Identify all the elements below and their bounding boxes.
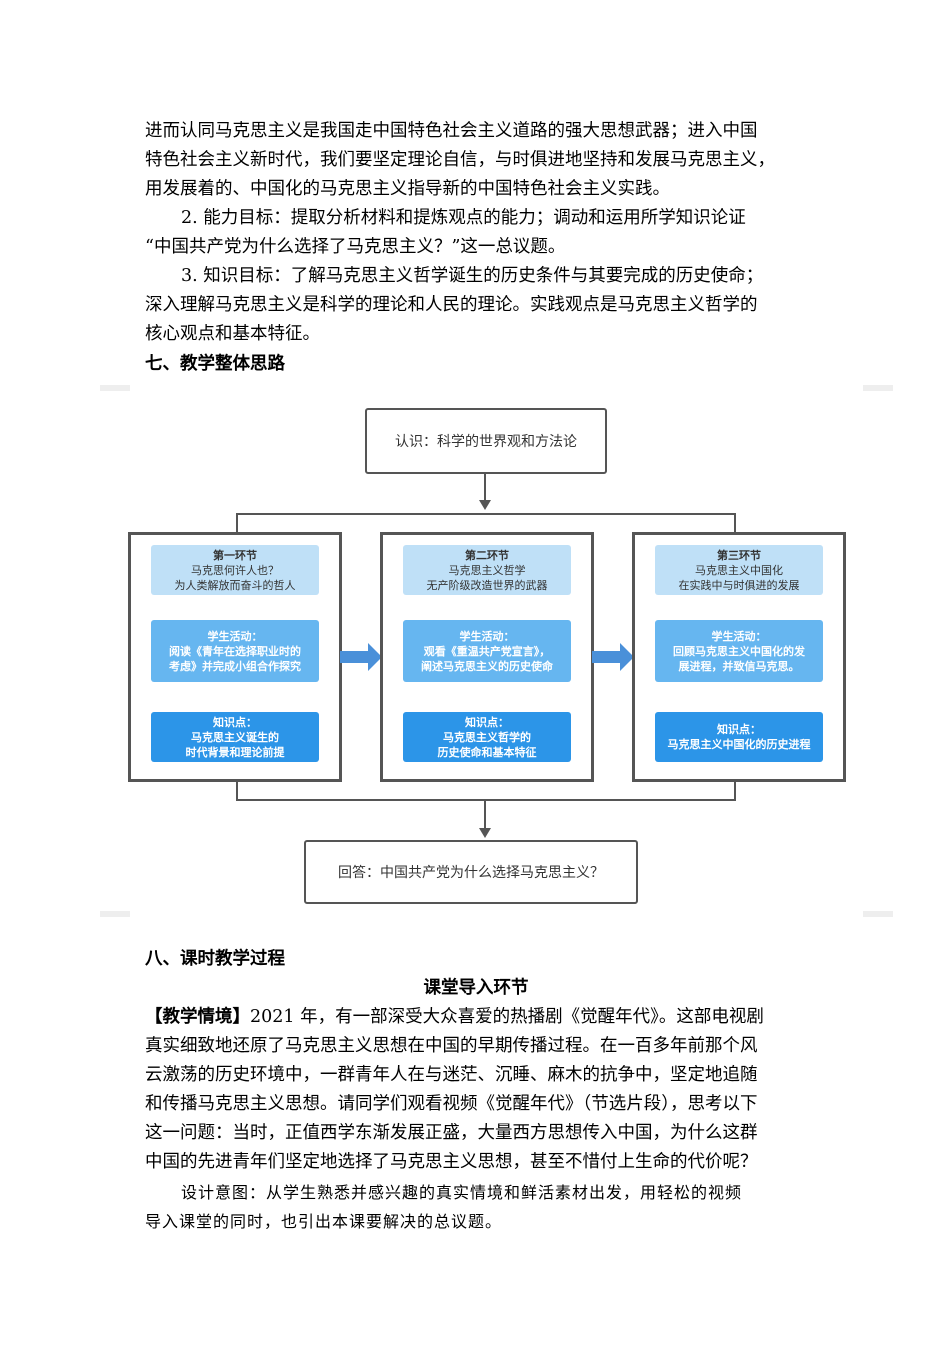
edge-bar (863, 911, 893, 917)
arrow-right-icon (592, 643, 634, 671)
knowledge-label: 知识点： (213, 715, 257, 729)
arrow-down (479, 828, 491, 838)
knowledge-label: 知识点： (465, 715, 509, 729)
text-line: 导入课堂的同时，也引出本课要解决的总议题。 (145, 1212, 503, 1231)
knowledge-text: 马克思主义中国化的历史进程 (667, 738, 811, 751)
section-title: 课堂导入环节 (423, 978, 529, 998)
text-line: 【教学情境】2021 年，有一部深受大众喜爱的热播剧《觉醒年代》。这部电视剧 (145, 1003, 810, 1032)
stage-title-card: 第二环节 马克思主义哲学 无产阶级改造世界的武器 (403, 545, 571, 595)
flowchart: 认识：科学的世界观和方法论 第一环节 马克思何许人也？ 为人类解放而奋斗的哲人 … (100, 385, 893, 917)
stage-subtitle: 马克思主义中国化 (695, 563, 783, 577)
text-line: 中国的先进青年们坚定地选择了马克思主义思想，甚至不惜付上生命的代价呢？ (145, 1152, 758, 1172)
edge-bar (100, 911, 130, 917)
knowledge-text: 马克思主义诞生的 (191, 730, 279, 744)
stage-title: 第三环节 (717, 548, 761, 562)
stage-subtitle: 马克思何许人也？ (191, 563, 279, 577)
stage-subtitle: 在实践中与时俱进的发展 (678, 578, 800, 592)
activity-text: 阐述马克思主义的历史使命 (421, 659, 553, 673)
knowledge-card: 知识点： 马克思主义哲学的 历史使命和基本特征 (403, 712, 571, 762)
paragraph-design-intent: 设计意图：从学生熟悉并感兴趣的真实情境和鲜活素材出发，用轻松的视频 导入课堂的同… (145, 1178, 810, 1236)
connector (236, 513, 736, 515)
connector (236, 782, 238, 800)
paragraph-scenario: 【教学情境】2021 年，有一部深受大众喜爱的热播剧《觉醒年代》。这部电视剧 真… (145, 1003, 810, 1177)
stage-subtitle: 无产阶级改造世界的武器 (426, 578, 548, 592)
knowledge-label: 知识点： (717, 723, 761, 736)
stage-title: 第一环节 (213, 548, 257, 562)
activity-label: 学生活动： (207, 629, 263, 643)
activity-text: 阅读《青年在选择职业时的 (169, 644, 301, 658)
stage-title-card: 第一环节 马克思何许人也？ 为人类解放而奋斗的哲人 (151, 545, 319, 595)
edge-bar (100, 385, 130, 391)
stage-subtitle: 为人类解放而奋斗的哲人 (174, 578, 296, 592)
connector (734, 513, 736, 533)
stage-3: 第三环节 马克思主义中国化 在实践中与时俱进的发展 学生活动： 回顾马克思主义中… (632, 532, 846, 782)
activity-card: 学生活动： 阅读《青年在选择职业时的 考虑》并完成小组合作探究 (151, 620, 319, 682)
text-line: 进而认同马克思主义是我国走中国特色社会主义道路的强大思想武器；进入中国 (145, 121, 758, 141)
text-line: 这一问题：当时，正值西学东渐发展正盛，大量西方思想传入中国，为什么这群 (145, 1123, 758, 1143)
text-line: 3. 知识目标：了解马克思主义哲学诞生的历史条件与其要完成的历史使命； (181, 266, 764, 286)
activity-label: 学生活动： (459, 629, 515, 643)
stage-2: 第二环节 马克思主义哲学 无产阶级改造世界的武器 学生活动： 观看《重温共产党宣… (380, 532, 594, 782)
text-line: 特色社会主义新时代，我们要坚定理论自信，与时俱进地坚持和发展马克思主义， (145, 150, 775, 170)
text-line: 深入理解马克思主义是科学的理论和人民的理论。实践观点是马克思主义哲学的 (145, 295, 758, 315)
knowledge-card: 知识点： 马克思主义中国化的历史进程 (655, 712, 823, 762)
scenario-label: 【教学情境】 (145, 1007, 250, 1027)
paragraph-political-goal: 进而认同马克思主义是我国走中国特色社会主义道路的强大思想武器；进入中国 特色社会… (145, 117, 810, 204)
activity-card: 学生活动： 回顾马克思主义中国化的发 展进程，并致信马克思。 (655, 620, 823, 682)
activity-card: 学生活动： 观看《重温共产党宣言》， 阐述马克思主义的历史使命 (403, 620, 571, 682)
arrow-right-icon (340, 643, 382, 671)
text-line: 核心观点和基本特征。 (145, 324, 320, 344)
text-line: 2. 能力目标：提取分析材料和提炼观点的能力；调动和运用所学知识论证 (181, 208, 746, 228)
activity-text: 展进程，并致信马克思。 (678, 659, 800, 673)
text-line: 云激荡的历史环境中，一群青年人在与迷茫、沉睡、麻木的抗争中，坚定地追随 (145, 1065, 758, 1085)
text-line: “中国共产党为什么选择了马克思主义？”这一总议题。 (145, 237, 566, 257)
arrow-down (479, 500, 491, 510)
top-node: 认识：科学的世界观和方法论 (365, 408, 607, 474)
bottom-node: 回答：中国共产党为什么选择马克思主义？ (304, 840, 638, 904)
text-line: 设计意图：从学生熟悉并感兴趣的真实情境和鲜活素材出发，用轻松的视频 (181, 1183, 743, 1202)
edge-bar (863, 385, 893, 391)
connector (236, 513, 238, 533)
paragraph-ability-goal: 2. 能力目标：提取分析材料和提炼观点的能力；调动和运用所学知识论证 “中国共产… (145, 204, 810, 262)
knowledge-text: 时代背景和理论前提 (185, 745, 285, 759)
text-line: 用发展着的、中国化的马克思主义指导新的中国特色社会主义实践。 (145, 179, 670, 199)
activity-text: 观看《重温共产党宣言》， (423, 644, 551, 658)
connector (734, 782, 736, 800)
activity-text: 回顾马克思主义中国化的发 (673, 644, 805, 658)
heading-lesson-process: 八、课时教学过程 (145, 949, 285, 969)
connector (484, 472, 486, 502)
stage-1: 第一环节 马克思何许人也？ 为人类解放而奋斗的哲人 学生活动： 阅读《青年在选择… (128, 532, 342, 782)
knowledge-text: 马克思主义哲学的 (443, 730, 531, 744)
text-line: 真实细致地还原了马克思主义思想在中国的早期传播过程。在一百多年前那个风 (145, 1036, 758, 1056)
paragraph-knowledge-goal: 3. 知识目标：了解马克思主义哲学诞生的历史条件与其要完成的历史使命； 深入理解… (145, 262, 810, 349)
knowledge-card: 知识点： 马克思主义诞生的 时代背景和理论前提 (151, 712, 319, 762)
heading-teaching-approach: 七、教学整体思路 (145, 354, 285, 374)
stage-title-card: 第三环节 马克思主义中国化 在实践中与时俱进的发展 (655, 545, 823, 595)
connector (236, 799, 736, 801)
connector (484, 799, 486, 829)
stage-title: 第二环节 (465, 548, 509, 562)
scenario-text: 2021 年，有一部深受大众喜爱的热播剧《觉醒年代》。这部电视剧 (250, 1007, 764, 1027)
stage-subtitle: 马克思主义哲学 (448, 563, 526, 577)
knowledge-text: 历史使命和基本特征 (437, 745, 537, 759)
activity-label: 学生活动： (711, 629, 767, 643)
text-line: 和传播马克思主义思想。请同学们观看视频《觉醒年代》（节选片段），思考以下 (145, 1094, 758, 1114)
activity-text: 考虑》并完成小组合作探究 (169, 659, 301, 673)
